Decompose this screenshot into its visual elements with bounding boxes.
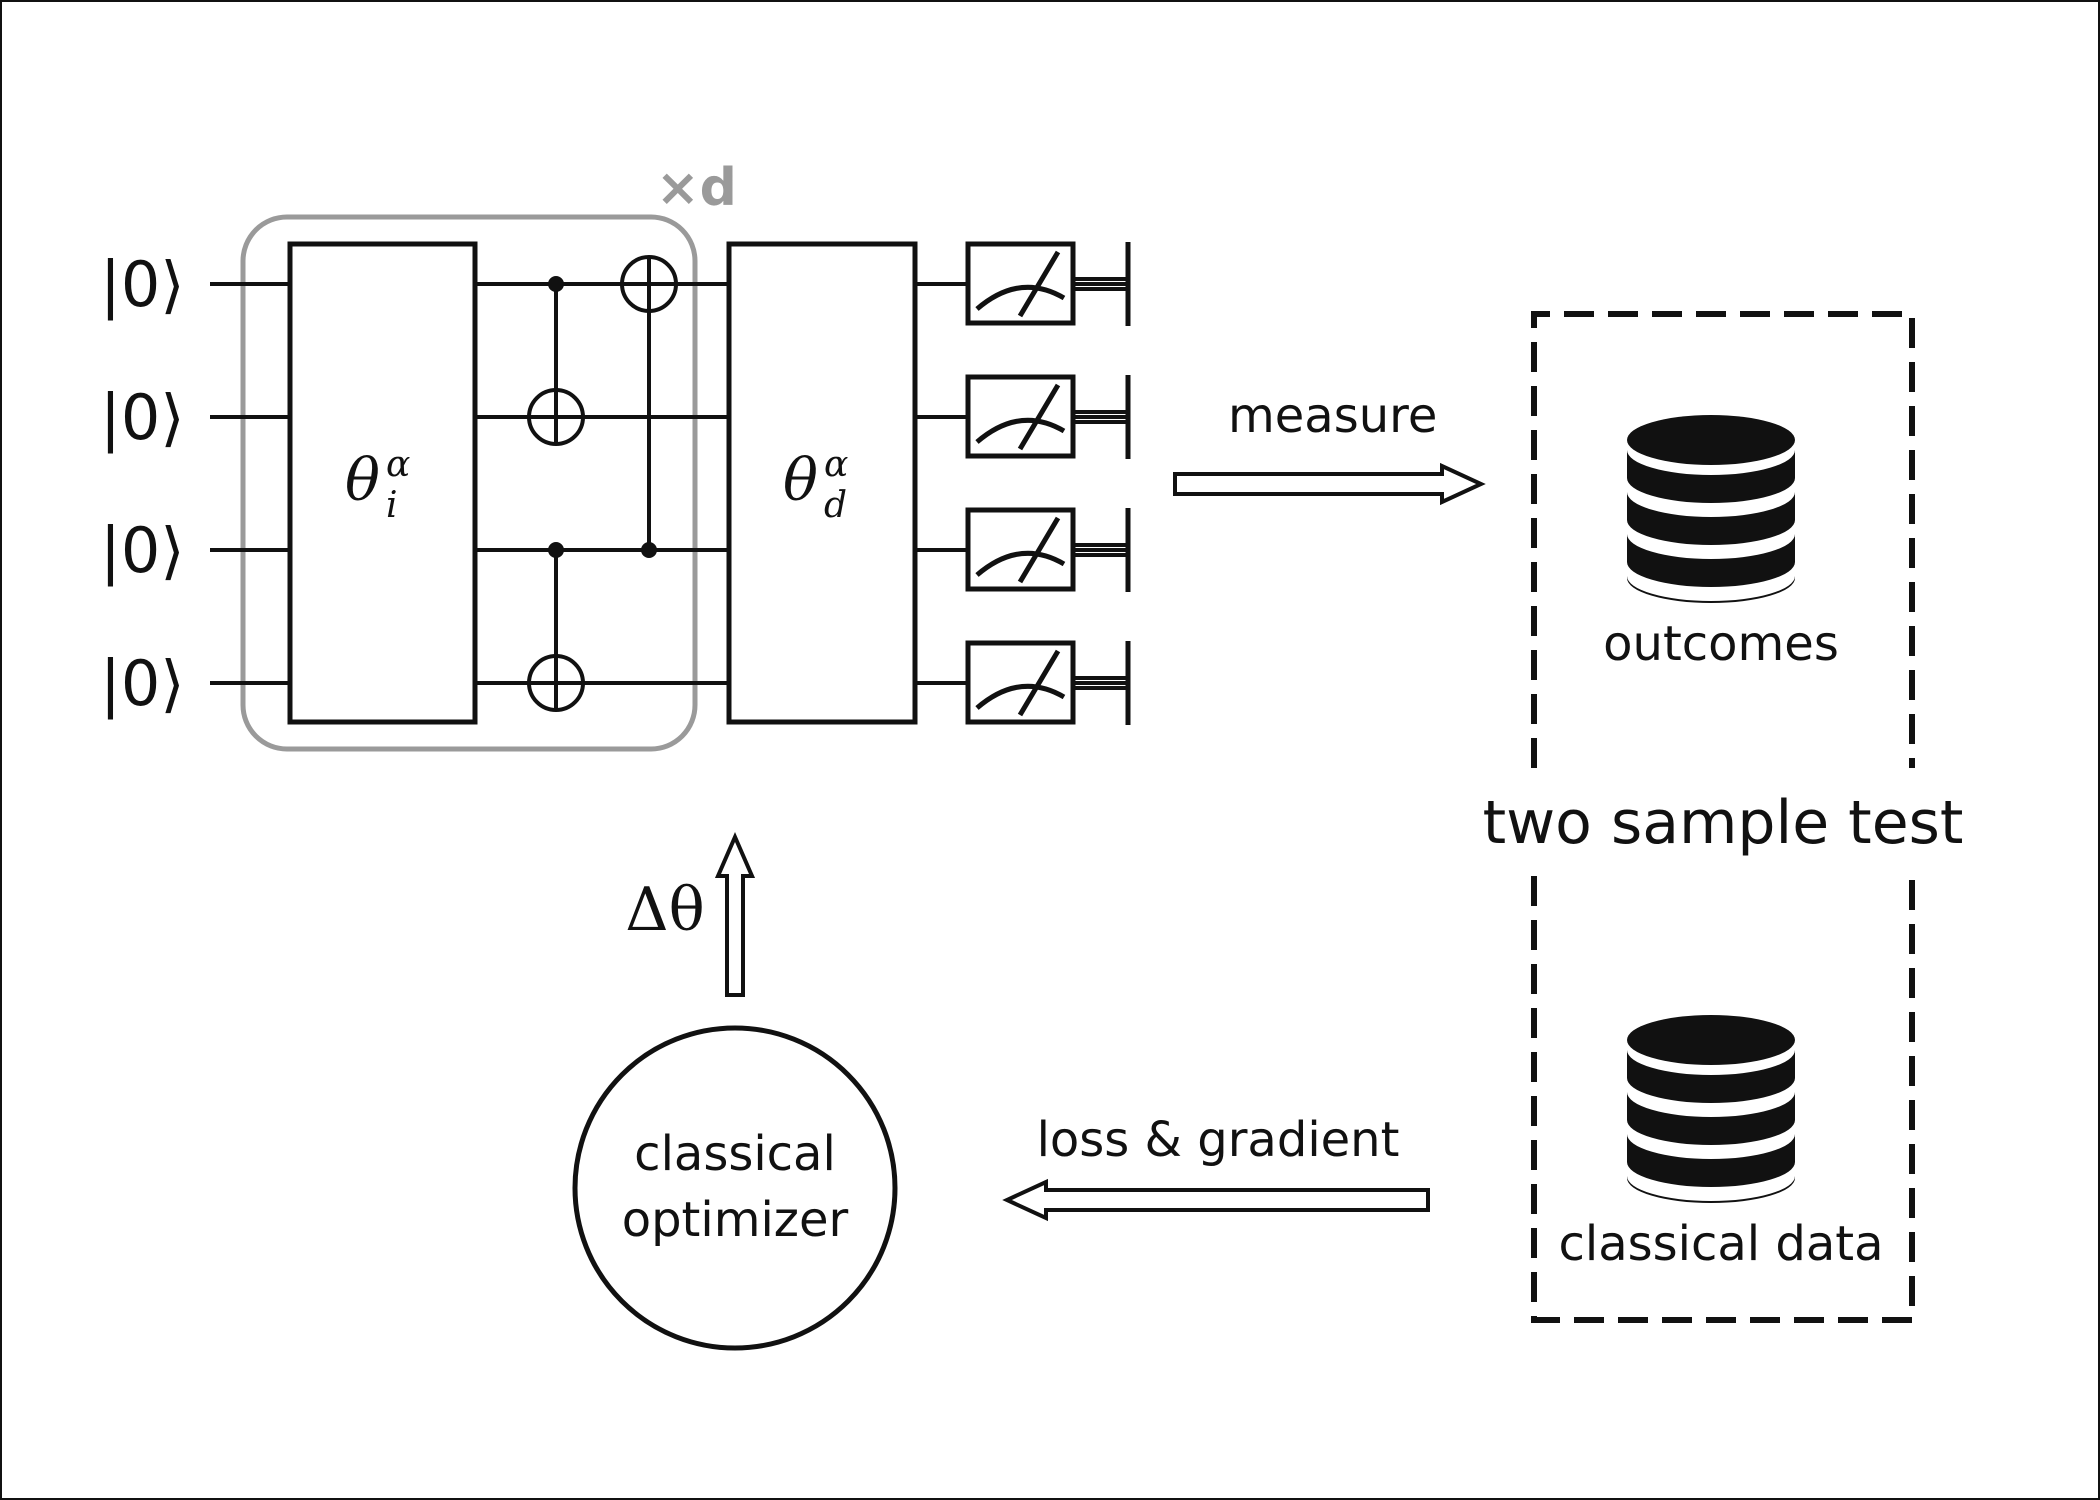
classical-optimizer-node — [572, 1025, 898, 1351]
gate-theta-d — [726, 241, 918, 725]
test-box-upper-border — [1531, 311, 1915, 768]
measurement-meter-icon — [965, 241, 1076, 326]
repeat-label: ×d — [656, 158, 737, 218]
optimizer-label-line2: optimizer — [622, 1192, 849, 1248]
control-dot-icon — [548, 542, 564, 558]
measure-label: measure — [1228, 388, 1437, 444]
measurement-meter-icon — [965, 507, 1076, 592]
loss-gradient-label: loss & gradient — [1037, 1112, 1400, 1168]
quantum-circuit: ×d |0⟩ |0⟩ |0⟩ |0⟩ θ α i — [100, 158, 1131, 752]
cnot-gate-2 — [527, 542, 585, 712]
measurement-meter-icon — [965, 640, 1076, 725]
update-arrow — [714, 831, 756, 997]
outcomes-label: outcomes — [1603, 616, 1839, 672]
measurement-meter-icon — [965, 374, 1076, 459]
control-dot-icon — [548, 276, 564, 292]
qubit-label-4: |0⟩ — [100, 647, 185, 721]
database-icon — [1627, 1015, 1795, 1203]
database-icon — [1627, 415, 1795, 603]
test-box-title: two sample test — [1483, 788, 1964, 858]
cnot-gate-3 — [620, 255, 678, 558]
gate-theta-i-label: θ — [345, 446, 380, 514]
loss-arrow — [1002, 1178, 1430, 1222]
gate-theta-i-subscript: i — [386, 485, 398, 526]
repeat-block — [240, 214, 698, 752]
delta-theta-label: Δθ — [625, 875, 704, 945]
optimizer-label-line1: classical — [634, 1126, 836, 1182]
qubit-label-3: |0⟩ — [100, 514, 185, 588]
qubit-label-2: |0⟩ — [100, 381, 185, 455]
gate-theta-i-superscript: α — [386, 444, 410, 485]
test-box-lower-border — [1531, 876, 1915, 1323]
control-dot-icon — [641, 542, 657, 558]
gate-theta-d-superscript: α — [824, 444, 848, 485]
measure-arrow — [1173, 462, 1486, 506]
qubit-label-1: |0⟩ — [100, 248, 185, 322]
gate-theta-d-label: θ — [783, 446, 818, 514]
classical-data-label: classical data — [1558, 1216, 1883, 1272]
two-sample-test-box: two sample test outcomes classical data — [1483, 311, 1964, 1323]
gate-theta-d-subscript: d — [824, 485, 847, 526]
gate-theta-i — [287, 241, 478, 725]
classical-wires — [1073, 242, 1131, 725]
cnot-gate-1 — [527, 276, 585, 446]
